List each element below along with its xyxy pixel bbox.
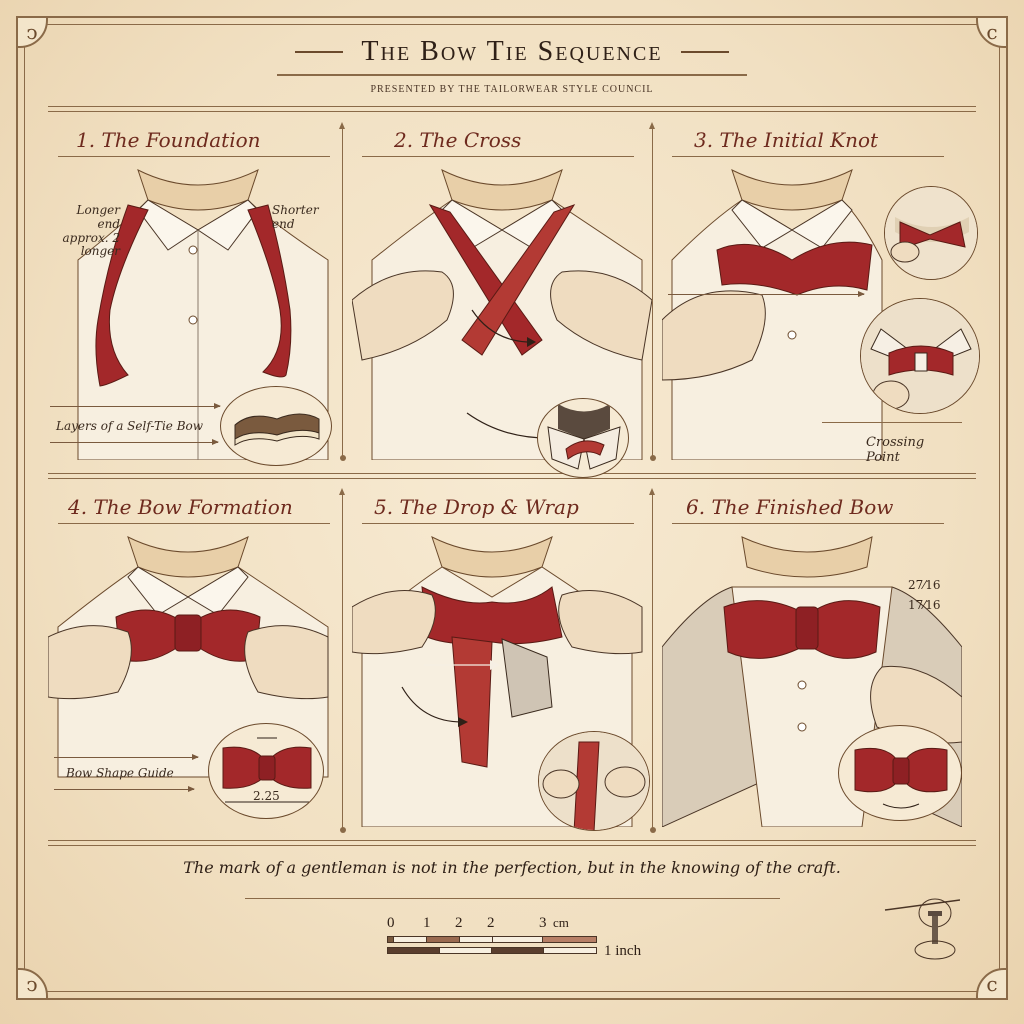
wrap-detail-inset [538,731,650,831]
shorter-end-label: Shorter end [272,203,319,231]
title-underline [277,74,747,76]
crossing-point-label: Crossing Point [866,435,925,465]
column-divider [649,488,656,833]
cm-tick: 2 [487,915,495,931]
step-panel-4: 4. The Bow Formation Bow Shape Guide 2.2… [48,485,348,835]
inch-label: 1 inch [604,943,642,959]
bow-width-measure: 2.25 [253,789,280,803]
layers-label: Layers of a Self-Tie Bow [56,419,204,433]
corner-ornament-icon: ↄ [16,968,48,1000]
needle-spool-icon [884,898,960,960]
adjust-bow-inset [838,725,962,821]
collar-detail-inset [537,398,629,478]
knot-detail-inset-1 [884,186,978,280]
step-title: 1. The Foundation [76,128,261,152]
wrap-arrow-icon [424,660,500,670]
step-panel-2: 2. The Cross [352,118,652,478]
closing-quote: The mark of a gentleman is not in the pe… [183,858,841,877]
fabric-layers-inset [220,386,332,466]
page-title: The Bow Tie Sequence [361,36,663,67]
step-title: 4. The Bow Formation [68,495,293,519]
step-panel-6: 6. The Finished Bow 27⁄16 17⁄16 [662,485,962,835]
column-divider [339,122,346,461]
quote-underline [245,898,780,899]
pointer-arrow [54,786,195,792]
inner-frame [24,24,1000,992]
bow-shape-inset: 2.25 [208,723,324,819]
step-title: 3. The Initial Knot [694,128,879,152]
step-title-rule [362,523,634,524]
footer-divider [48,840,976,846]
title-rule-left [295,51,344,53]
step-title-rule [672,523,944,524]
step-title: 5. The Drop & Wrap [374,495,579,519]
header-divider [48,106,976,112]
inch-bar [387,947,597,954]
bow-shape-guide-label: Bow Shape Guide [66,766,174,780]
step-title-rule [58,156,330,157]
step-title: 6. The Finished Bow [686,495,894,519]
pointer-arrow [50,439,219,445]
pointer-arrow [50,403,221,409]
step-panel-5: 5. The Drop & Wrap [352,485,652,835]
cm-bar [387,936,597,943]
knot-detail-inset-2 [860,298,980,414]
measure-bottom-label: 17⁄16 [908,598,941,612]
cm-tick: 2 [455,915,463,931]
initial-knot-illustration [662,169,883,460]
column-divider [339,488,346,833]
column-divider [649,122,656,461]
caption-rule [822,422,962,423]
cm-tick: 1 [423,915,431,931]
hands-crossing-tie-illustration [352,169,652,460]
step-title-rule [362,156,634,157]
step-panel-3: 3. The Initial Knot Crossing Point [662,118,980,468]
row-divider [48,473,976,479]
title-rule-right [680,51,729,53]
cm-unit: cm [553,915,569,930]
cm-tick: 3 [539,915,547,931]
cm-tick: 0 [387,915,395,931]
outer-frame [16,16,1008,1000]
header: The Bow Tie Sequence PRESENTED BY THE TA… [0,36,1024,95]
measurement-scale: 0 1 2 2 3 cm 1 inch [387,915,647,965]
longer-end-label: Longer end approx. 2 longer [62,203,120,259]
step-title-rule [672,156,944,157]
pointer-arrow [668,291,865,297]
measure-top-label: 27⁄16 [908,578,941,592]
step-panel-1: 1. The Foundation Longer end approx. 2 l… [48,118,348,468]
drop-wrap-illustration [352,536,643,827]
pointer-arrow [54,754,199,760]
subtitle: PRESENTED BY THE TAILORWEAR STYLE COUNCI… [370,83,654,95]
step-title: 2. The Cross [394,128,522,152]
step-title-rule [58,523,330,524]
